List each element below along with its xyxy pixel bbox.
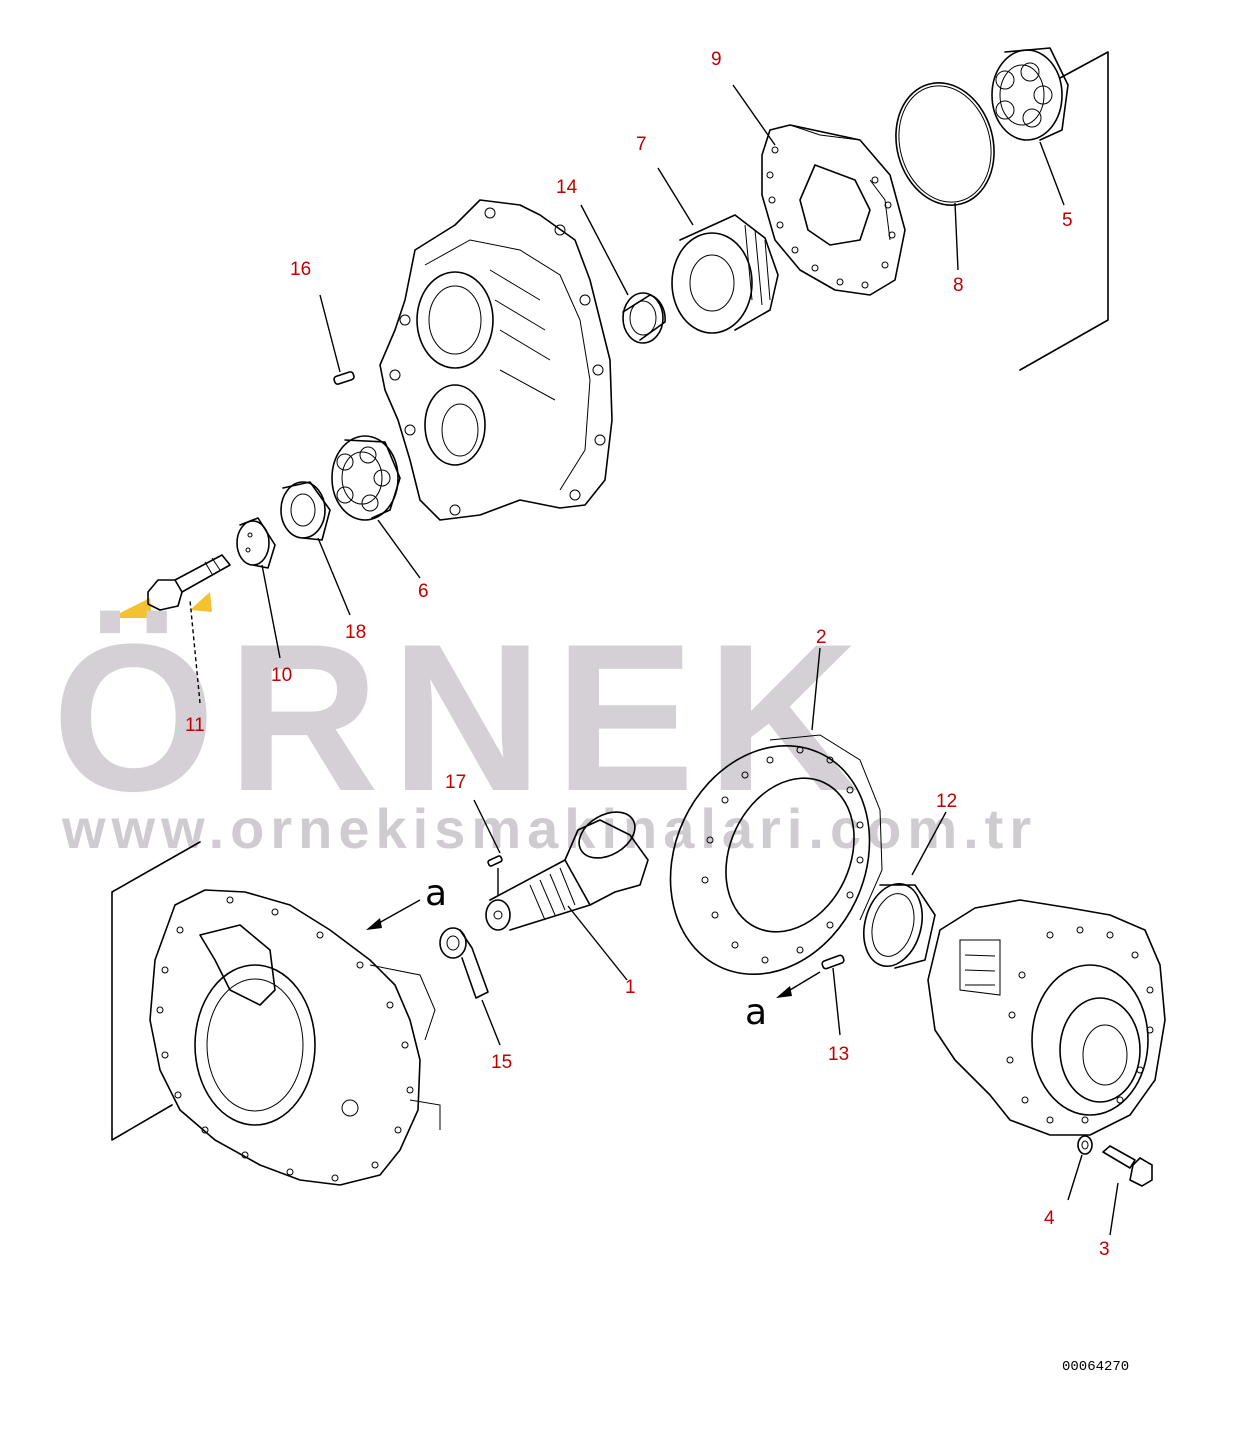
callout-13: 13 (828, 1044, 849, 1065)
lock-plate-15 (439, 927, 489, 999)
view-bracket-bottom (111, 841, 201, 1141)
callout-10: 10 (271, 665, 292, 686)
bearing-cup-12 (863, 882, 936, 969)
drawing-number: 00064270 (1062, 1359, 1129, 1375)
view-marker-left: a (425, 873, 447, 914)
callout-9: 9 (711, 49, 722, 70)
callout-7: 7 (636, 134, 647, 155)
bolt-11 (147, 554, 231, 611)
callout-11: 11 (185, 715, 205, 736)
plate-10 (236, 517, 276, 569)
callout-14: 14 (556, 177, 578, 198)
callout-5: 5 (1062, 210, 1073, 231)
bearing-cage-9 (761, 124, 906, 296)
watermark-url: www.ornekismakinalari.com.tr (61, 797, 1037, 860)
callout-12: 12 (936, 791, 957, 812)
callout-17: 17 (445, 772, 466, 793)
pin-13 (821, 954, 845, 970)
callout-18: 18 (345, 622, 366, 643)
view-marker-right: a (745, 992, 767, 1033)
ball-bearing-6 (331, 435, 401, 521)
callout-6: 6 (418, 581, 429, 602)
callout-1: 1 (625, 977, 636, 998)
dowel-pin-16 (333, 371, 355, 385)
taper-roller-bearing-7 (671, 214, 779, 334)
ring-gear-2 (669, 734, 883, 976)
differential-carrier (149, 889, 441, 1186)
callout-8: 8 (953, 275, 964, 296)
view-arrow-left: a (366, 873, 447, 930)
watermark-accent-left (110, 598, 152, 618)
differential-case (927, 899, 1166, 1136)
view-arrow-right: a (745, 971, 821, 1033)
watermark-accent-right (190, 592, 212, 612)
pin-17 (487, 855, 503, 867)
callout-16: 16 (290, 259, 311, 280)
o-ring-8 (895, 82, 995, 206)
callout-3: 3 (1099, 1239, 1110, 1260)
callout-numbers: 1 2 3 4 5 6 7 8 9 10 11 12 13 14 15 16 1… (185, 49, 1110, 1260)
watermark-brand: ÖRNEK (52, 600, 870, 835)
callout-15: 15 (491, 1052, 512, 1073)
callout-2: 2 (816, 627, 827, 648)
view-bracket-top (1019, 51, 1109, 371)
washer-4 (1077, 1135, 1093, 1155)
spacer-18 (280, 481, 331, 541)
roller-bearing-14 (622, 292, 666, 344)
transfer-case-housing (379, 199, 613, 521)
pinion-shaft-1 (485, 811, 649, 931)
leader-lines (189, 84, 1119, 1236)
callout-4: 4 (1044, 1208, 1055, 1229)
ball-bearing-5 (991, 47, 1069, 141)
bolt-3 (1102, 1145, 1153, 1187)
